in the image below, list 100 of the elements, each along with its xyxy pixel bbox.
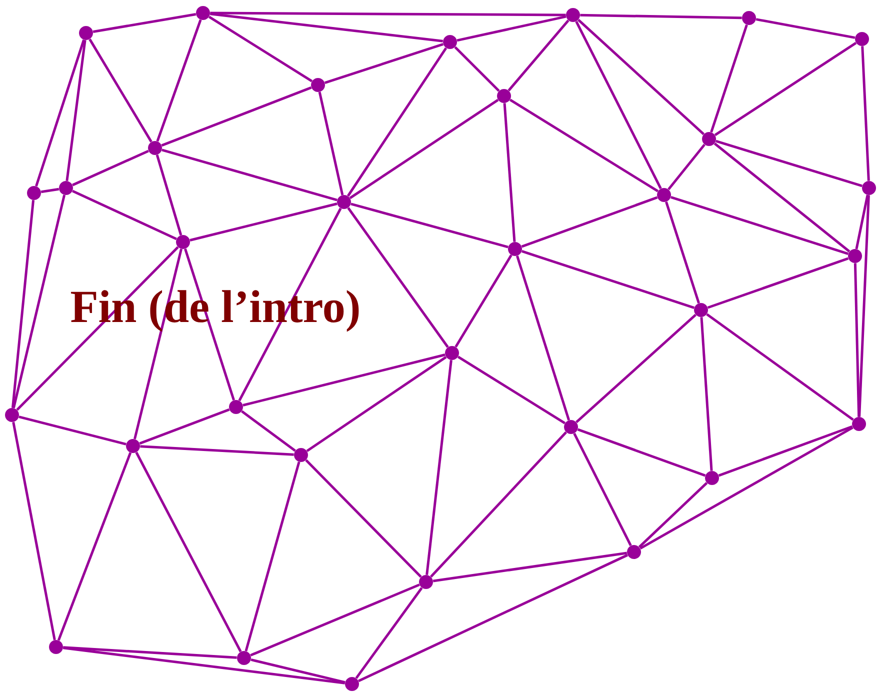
graph-edge [140, 445, 294, 456]
graph-vertex [702, 132, 716, 146]
graph-edge [714, 142, 850, 252]
graph-edge [318, 92, 344, 196]
graph-edge [432, 552, 628, 582]
graph-edge [92, 12, 196, 34]
graph-edge [88, 38, 152, 142]
graph-edge [457, 356, 566, 424]
graph-edge [156, 19, 202, 142]
graph-vertex [79, 26, 93, 40]
graph-vertex [443, 35, 457, 49]
graph-edge [454, 254, 512, 348]
graph-edge [210, 12, 566, 16]
graph-edge [250, 658, 346, 684]
graph-vertex [419, 575, 433, 589]
graph-edge [716, 140, 862, 188]
graph-edge [35, 39, 85, 187]
graph-edge [358, 554, 628, 682]
graph-edge [241, 410, 296, 452]
graph-edge [161, 86, 312, 147]
graph-vertex [294, 448, 308, 462]
graph-edge [576, 314, 696, 424]
graph-edge [208, 16, 313, 82]
graph-vertex [852, 417, 866, 431]
graph-vertex [694, 303, 708, 317]
graph-edge [210, 12, 443, 42]
graph-edge [242, 354, 446, 406]
graph-edge [350, 202, 508, 248]
graph-edge [640, 426, 854, 550]
graph-edge [139, 408, 230, 445]
graph-edge [162, 148, 338, 202]
graph-vertex [196, 6, 210, 20]
graph-vertex [345, 677, 359, 691]
graph-vertex [508, 242, 522, 256]
graph-edge [580, 14, 742, 20]
graph-vertex [705, 471, 719, 485]
graph-edge [516, 256, 570, 421]
graph-vertex [848, 249, 862, 263]
graph-edge [135, 452, 242, 652]
graph-edge [305, 459, 422, 578]
graph-edge [12, 422, 56, 640]
graph-edge [714, 42, 857, 136]
graph-edge [700, 317, 713, 471]
graph-edge [63, 646, 346, 684]
graph-edge [577, 428, 706, 477]
graph-vertex [229, 400, 243, 414]
graph-edge [521, 250, 695, 309]
graph-edge [858, 195, 870, 417]
graph-edge [521, 196, 658, 248]
graph-edge [18, 416, 126, 446]
graph-edge [306, 356, 447, 452]
graph-edge [855, 194, 869, 250]
graph-edge [454, 46, 500, 92]
graph-edge [508, 20, 570, 92]
graph-edge [72, 150, 149, 186]
graph-vertex [27, 186, 41, 200]
graph-edge [238, 208, 342, 402]
graph-vertex [337, 195, 351, 209]
graph-edge [573, 432, 632, 546]
graph-edge [40, 188, 60, 194]
graph-edge [66, 40, 86, 182]
graph-edge [707, 257, 849, 309]
graph-edge [347, 207, 449, 348]
graph-vertex [126, 439, 140, 453]
graph-edge [72, 190, 177, 240]
graph-edge [638, 482, 708, 548]
graph-edge [349, 98, 499, 200]
graph-edge [706, 313, 854, 421]
graph-vertex [445, 346, 459, 360]
graph-vertex [564, 420, 578, 434]
graph-edge [250, 584, 420, 656]
graph-edge [670, 196, 849, 255]
graph-edge [854, 263, 860, 417]
graph-vertex [148, 141, 162, 155]
graph-edge [430, 431, 567, 578]
graph-edge [668, 144, 706, 190]
graph-edge [710, 24, 748, 133]
graph-vertex [49, 640, 63, 654]
graph-edge [184, 248, 235, 401]
graph-edge [665, 201, 700, 304]
graph-edge [503, 103, 516, 242]
graph-edge [509, 98, 659, 192]
graph-edge [324, 43, 444, 84]
graph-vertex [176, 235, 190, 249]
graph-edge [12, 194, 66, 408]
graph-edge [577, 18, 705, 136]
graph-vertex [855, 32, 870, 46]
graph-vertex [862, 181, 876, 195]
graph-vertex [311, 78, 325, 92]
graph-edge [456, 15, 566, 42]
graph-edge [756, 18, 856, 39]
graph-edge [11, 200, 35, 408]
graph-edge [346, 47, 448, 197]
graph-vertex [5, 408, 19, 422]
graph-vertex [627, 545, 641, 559]
graph-vertex [742, 11, 756, 25]
graph-edge [244, 462, 300, 652]
graph-vertex [497, 89, 511, 103]
graph-edge [190, 202, 338, 242]
graph-edge [156, 154, 182, 236]
